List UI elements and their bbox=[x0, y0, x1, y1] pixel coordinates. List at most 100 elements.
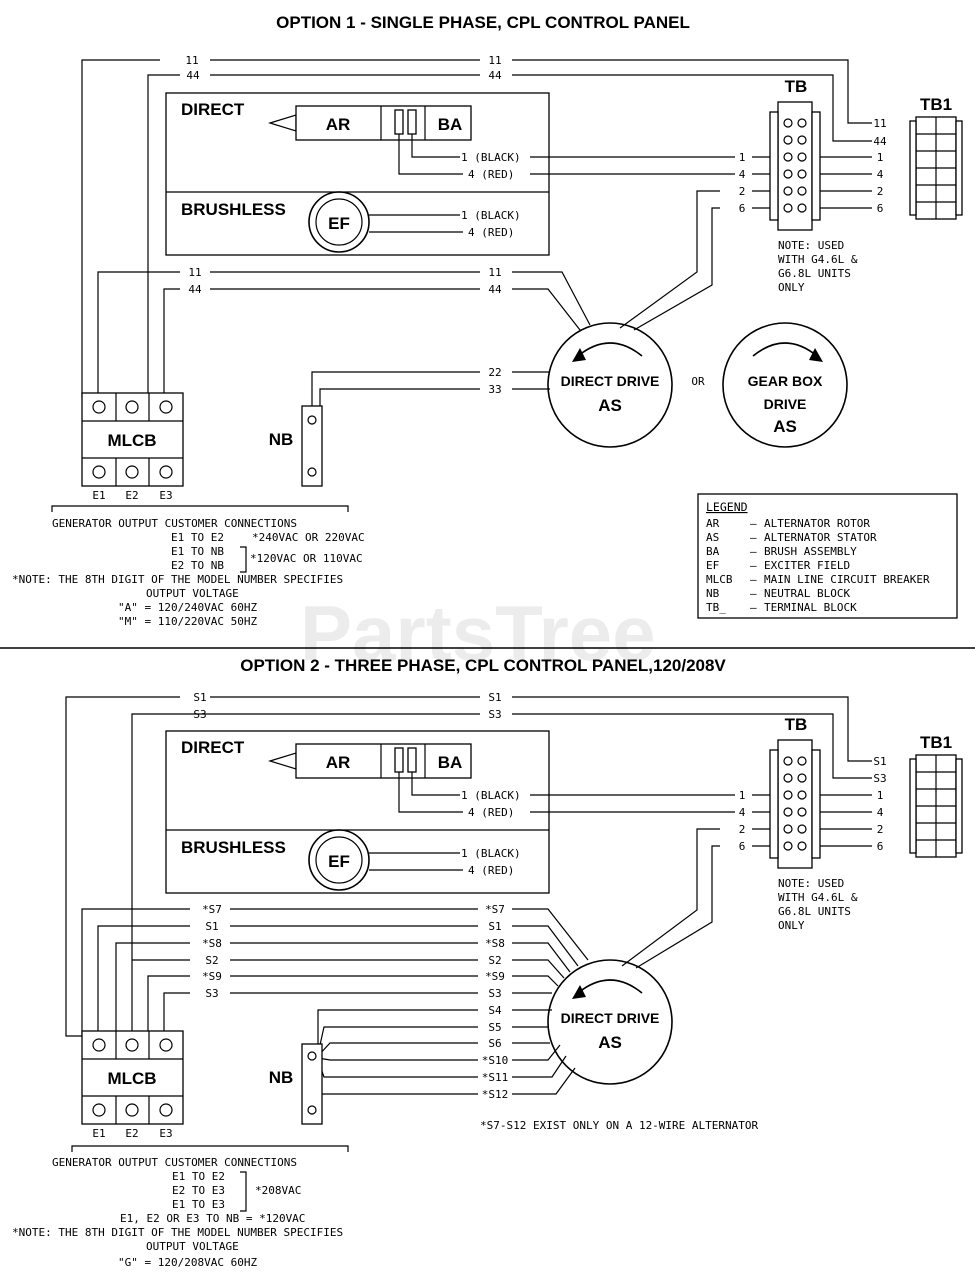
legend-dash: – bbox=[750, 601, 757, 614]
o2-tb1-s3: S3 bbox=[873, 772, 886, 785]
o1-cust-a: "A" = 120/240VAC 60HZ bbox=[118, 601, 257, 614]
legend-dash: – bbox=[750, 531, 757, 544]
o1-ef-black: 1 (BLACK) bbox=[461, 209, 521, 222]
o2-left-s3: S3 bbox=[205, 987, 218, 1000]
o2-right-s11: *S11 bbox=[482, 1071, 509, 1084]
o1-as-wires: 11 44 11 44 22 33 bbox=[97, 266, 591, 412]
o1-red-wire: 4 (RED) bbox=[468, 168, 514, 181]
o1-black-wire: 1 (BLACK) bbox=[461, 151, 521, 164]
o2-cust-nb: E1, E2 OR E3 TO NB = *120VAC bbox=[120, 1212, 305, 1225]
o2-note-4: ONLY bbox=[778, 919, 805, 932]
legend-code-ef: EF bbox=[706, 559, 719, 572]
o2-cust-e2e3: E2 TO E3 bbox=[172, 1184, 225, 1197]
o1-tb-block: TB NOTE: USED WITH G4.6L & G6.8L UNITS O… bbox=[769, 77, 858, 294]
o1-tb-4: 4 bbox=[739, 168, 746, 181]
o1-note-3: G6.8L UNITS bbox=[778, 267, 851, 280]
legend-dash: – bbox=[750, 587, 757, 600]
o1-tb-label: TB bbox=[785, 77, 808, 96]
o1-gearbox-as: GEAR BOX DRIVE AS bbox=[722, 322, 848, 448]
o1-tb1-44: 44 bbox=[873, 135, 887, 148]
o2-tb-6: 6 bbox=[739, 840, 746, 853]
o2-s3-left: S3 bbox=[193, 708, 206, 721]
o2-right-s2: S2 bbox=[488, 954, 501, 967]
o1-mlcb-label: MLCB bbox=[107, 431, 156, 450]
o1-cust-title: GENERATOR OUTPUT CUSTOMER CONNECTIONS bbox=[52, 517, 297, 530]
o1-tb1-6: 6 bbox=[877, 202, 884, 215]
o2-left-s9: *S9 bbox=[202, 970, 222, 983]
o2-cust-e1e2: E1 TO E2 bbox=[172, 1170, 225, 1183]
o2-brushless-label: BRUSHLESS bbox=[181, 838, 286, 857]
o1-customer-connections: GENERATOR OUTPUT CUSTOMER CONNECTIONS E1… bbox=[12, 505, 365, 628]
watermark: PartsTree bbox=[300, 589, 656, 677]
o1-nb-label: NB bbox=[269, 430, 294, 449]
o1-mlcb: MLCB E1 E2 E3 bbox=[81, 392, 184, 502]
o1-tb-screws bbox=[783, 118, 807, 213]
o2-tb1-label: TB1 bbox=[920, 733, 952, 752]
o2-tb-4: 4 bbox=[739, 806, 746, 819]
legend-desc-mlcb: MAIN LINE CIRCUIT BREAKER bbox=[764, 573, 930, 586]
o1-top-wires: 11 44 11 44 bbox=[81, 54, 872, 398]
o2-direct-drive-label: DIRECT DRIVE bbox=[561, 1010, 660, 1026]
o2-tb-label: TB bbox=[785, 715, 808, 734]
o2-e3: E3 bbox=[159, 1127, 172, 1140]
o2-tb-1: 1 bbox=[739, 789, 746, 802]
o2-as-label: AS bbox=[598, 1033, 622, 1052]
o1-drive-label: DRIVE bbox=[764, 396, 807, 412]
o2-right-s7: *S7 bbox=[485, 903, 505, 916]
o2-right-s4: S4 bbox=[488, 1004, 502, 1017]
legend-dash: – bbox=[750, 517, 757, 530]
o1-cust-note: *NOTE: THE 8TH DIGIT OF THE MODEL NUMBER… bbox=[12, 573, 343, 586]
o1-e3: E3 bbox=[159, 489, 172, 502]
o2-left-s2: S2 bbox=[205, 954, 218, 967]
o1-gearbox-label: GEAR BOX bbox=[748, 373, 823, 389]
o2-black-wire: 1 (BLACK) bbox=[461, 789, 521, 802]
o2-stator-wires: *S7 S1 *S8 S2 *S9 S3 *S7 S1 *S8 S2 *S9 S… bbox=[81, 903, 589, 1101]
o1-ef-red: 4 (RED) bbox=[468, 226, 514, 239]
o1-brushless-label: BRUSHLESS bbox=[181, 200, 286, 219]
o1-as-44-right: 44 bbox=[488, 283, 502, 296]
o2-tb-screws bbox=[783, 756, 807, 851]
o1-ar-label: AR bbox=[326, 115, 351, 134]
o2-right-s12: *S12 bbox=[482, 1088, 509, 1101]
o2-right-s9: *S9 bbox=[485, 970, 505, 983]
o2-s3-right: S3 bbox=[488, 708, 501, 721]
legend-code-ba: BA bbox=[706, 545, 720, 558]
o2-footnote: *S7-S12 EXIST ONLY ON A 12-WIRE ALTERNAT… bbox=[480, 1119, 759, 1132]
o2-top-wires: S1 S3 S1 S3 S1 S3 bbox=[65, 691, 887, 1037]
o1-direct-label: DIRECT bbox=[181, 100, 245, 119]
o1-tb1-block: TB1 bbox=[909, 95, 963, 220]
o2-mlcb-label: MLCB bbox=[107, 1069, 156, 1088]
o2-right-s5: S5 bbox=[488, 1021, 501, 1034]
o1-neutral-block: NB bbox=[269, 405, 323, 487]
o2-right-s8: *S8 bbox=[485, 937, 505, 950]
o1-wire-33: 33 bbox=[488, 383, 501, 396]
o1-as-11-left: 11 bbox=[188, 266, 201, 279]
o1-cust-120: *120VAC OR 110VAC bbox=[250, 552, 363, 565]
o2-ef-black: 1 (BLACK) bbox=[461, 847, 521, 860]
o2-direct-label: DIRECT bbox=[181, 738, 245, 757]
o2-tb1-1: 1 bbox=[877, 789, 884, 802]
legend-desc-nb: NEUTRAL BLOCK bbox=[764, 587, 850, 600]
o2-tb1-s1: S1 bbox=[873, 755, 886, 768]
o1-exciter-box: DIRECT BRUSHLESS AR BA 1 (BLACK) 4 (RED)… bbox=[165, 92, 550, 256]
o1-as-gear-label: AS bbox=[773, 417, 797, 436]
o2-cust-208: *208VAC bbox=[255, 1184, 301, 1197]
o2-direct-drive-as: DIRECT DRIVE AS bbox=[547, 959, 673, 1085]
o1-as-44-left: 44 bbox=[188, 283, 202, 296]
o1-wire-11-right: 11 bbox=[488, 54, 501, 67]
o1-e1: E1 bbox=[92, 489, 105, 502]
o1-cust-m: "M" = 110/220VAC 50HZ bbox=[118, 615, 257, 628]
o1-ef-label: EF bbox=[328, 214, 350, 233]
o2-right-s3: S3 bbox=[488, 987, 501, 1000]
o2-tb-wires: 1 4 2 6 1 4 2 6 bbox=[530, 789, 884, 969]
o1-note-1: NOTE: USED bbox=[778, 239, 844, 252]
o1-cust-e1e2: E1 TO E2 bbox=[171, 531, 224, 544]
o2-tb1-2: 2 bbox=[877, 823, 884, 836]
o2-s1-left: S1 bbox=[193, 691, 206, 704]
o1-tb1-11: 11 bbox=[873, 117, 886, 130]
o2-nb-label: NB bbox=[269, 1068, 294, 1087]
option2-title: OPTION 2 - THREE PHASE, CPL CONTROL PANE… bbox=[240, 656, 726, 675]
o2-s1-right: S1 bbox=[488, 691, 501, 704]
o1-wire-44-right: 44 bbox=[488, 69, 502, 82]
